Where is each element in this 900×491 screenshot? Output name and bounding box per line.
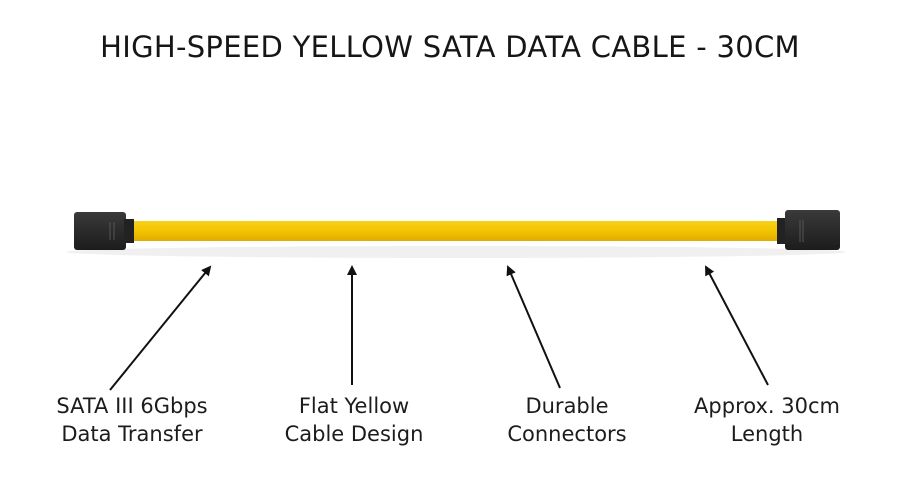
right-connector [777,210,840,250]
yellow-flat-cable [128,221,784,241]
callout-line1: Durable [525,394,609,418]
cable-shadow [66,246,846,258]
callout-connectors: Durable Connectors [457,392,677,448]
callout-cable-design: Flat Yellow Cable Design [244,392,464,448]
callout-data-transfer: SATA III 6Gbps Data Transfer [22,392,242,448]
arrow-3 [506,265,561,389]
callout-length: Approx. 30cm Length [657,392,877,448]
callout-line1: Flat Yellow [298,394,410,418]
callout-line2: Data Transfer [61,422,203,446]
callout-line2: Length [730,422,804,446]
callout-line1: Approx. 30cm [694,394,840,418]
arrow-1 [109,265,212,391]
callout-line1: SATA III 6Gbps [56,394,208,418]
arrow-4 [705,265,769,386]
page-title: HIGH-SPEED YELLOW SATA DATA CABLE - 30CM [100,30,800,64]
left-connector [74,212,134,250]
callout-line2: Cable Design [284,422,424,446]
callout-line2: Connectors [507,422,627,446]
